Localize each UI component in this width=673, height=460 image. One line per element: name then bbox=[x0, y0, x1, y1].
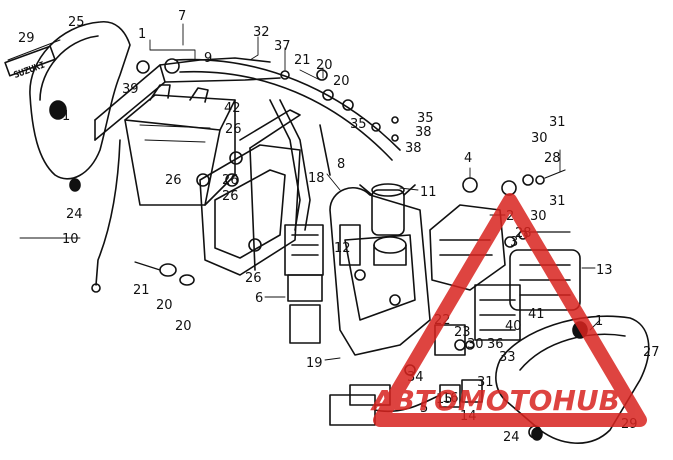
label-5: 5 bbox=[420, 401, 428, 416]
label-24a: 24 bbox=[66, 207, 83, 222]
part-number-labels: 1 1 1 2 3 4 5 6 7 8 9 10 11 12 13 14 15 … bbox=[18, 9, 660, 445]
label-6: 6 bbox=[255, 291, 263, 306]
label-36: 36 bbox=[487, 337, 504, 352]
label-26d: 26 bbox=[222, 189, 239, 204]
couplers bbox=[439, 379, 483, 408]
label-18: 18 bbox=[308, 171, 325, 186]
label-35b: 35 bbox=[350, 117, 367, 132]
label-25: 25 bbox=[68, 15, 85, 30]
label-24b: 24 bbox=[503, 430, 520, 445]
label-21b: 21 bbox=[133, 283, 150, 298]
label-30a: 30 bbox=[531, 131, 548, 146]
watermark: АВТОМОТОHUB bbox=[370, 193, 647, 427]
label-31b: 31 bbox=[549, 194, 566, 209]
label-42: 42 bbox=[224, 101, 241, 116]
label-20a: 20 bbox=[316, 58, 333, 73]
label-12: 12 bbox=[334, 241, 351, 256]
label-13: 13 bbox=[596, 263, 613, 278]
wire-terminal bbox=[91, 283, 101, 293]
label-39: 39 bbox=[122, 82, 139, 97]
label-11: 11 bbox=[420, 185, 437, 200]
label-10: 10 bbox=[62, 232, 79, 247]
label-30b: 30 bbox=[530, 209, 547, 224]
battery bbox=[124, 84, 236, 206]
battery-holder bbox=[94, 57, 281, 141]
label-16: 16 bbox=[442, 391, 459, 406]
label-40: 40 bbox=[505, 319, 522, 334]
label-33: 33 bbox=[499, 350, 516, 365]
frame-tube bbox=[174, 58, 401, 231]
left-side-cover bbox=[7, 20, 131, 192]
label-31c: 31 bbox=[477, 375, 494, 390]
label-41: 41 bbox=[528, 307, 545, 322]
label-35a: 35 bbox=[417, 111, 434, 126]
label-26b: 26 bbox=[165, 173, 182, 188]
label-19: 19 bbox=[306, 356, 323, 371]
battery-wire bbox=[95, 139, 121, 286]
label-2: 2 bbox=[506, 209, 514, 224]
label-4: 4 bbox=[464, 151, 472, 166]
label-20d: 20 bbox=[175, 319, 192, 334]
label-20c: 20 bbox=[156, 298, 173, 313]
watermark-triangle bbox=[373, 193, 647, 427]
label-15: 15 bbox=[436, 392, 453, 407]
label-9: 9 bbox=[204, 51, 212, 66]
label-20b: 20 bbox=[333, 74, 350, 89]
label-23: 23 bbox=[454, 325, 471, 340]
label-26a: 26 bbox=[225, 122, 242, 137]
svg-text:SUZUKI: SUZUKI bbox=[13, 60, 47, 81]
label-1: 1 bbox=[138, 27, 146, 42]
fasteners bbox=[134, 58, 571, 439]
label-38b: 38 bbox=[405, 141, 422, 156]
label-3: 3 bbox=[510, 235, 518, 250]
battery-case bbox=[196, 109, 301, 276]
label-29a: 29 bbox=[18, 31, 35, 46]
label-38a: 38 bbox=[415, 125, 432, 140]
starter-relay bbox=[359, 183, 416, 236]
label-28a: 28 bbox=[544, 151, 561, 166]
label-8: 8 bbox=[337, 157, 345, 172]
label-32: 32 bbox=[253, 25, 270, 40]
label-26c: 26 bbox=[222, 173, 239, 188]
electrical-panel bbox=[329, 186, 431, 356]
label-7: 7 bbox=[178, 9, 186, 24]
label-37: 37 bbox=[274, 39, 291, 54]
label-21a: 21 bbox=[294, 53, 311, 68]
watermark-text: АВТОМОТОHUB bbox=[370, 384, 620, 417]
label-26e: 26 bbox=[245, 271, 262, 286]
label-31a: 31 bbox=[549, 115, 566, 130]
label-27: 27 bbox=[643, 345, 660, 360]
label-30c: 30 bbox=[467, 337, 484, 352]
label-1b: 1 bbox=[62, 109, 70, 124]
leader-lines bbox=[19, 23, 601, 361]
label-1c: 1 bbox=[595, 314, 603, 329]
fuse-box bbox=[284, 224, 324, 344]
